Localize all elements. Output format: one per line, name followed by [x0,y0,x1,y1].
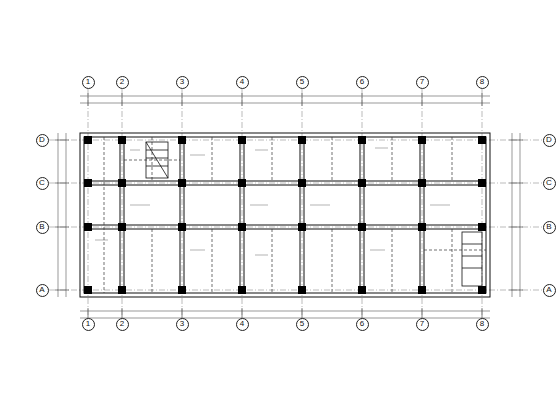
axis-label: 6 [360,78,364,86]
axis-bubble: 4 [236,76,249,89]
axis-label: C [546,179,552,187]
axis-bubble: 3 [176,318,189,331]
dimension-lines [55,93,523,321]
axis-label: A [546,286,551,294]
axis-label: 4 [240,320,244,328]
axis-bubble: 5 [296,318,309,331]
axis-bubble: 3 [176,76,189,89]
secondary-beams [104,137,486,293]
axis-bubble: 7 [416,318,429,331]
axis-bubble: A [543,284,556,297]
stair [146,142,482,286]
axis-bubble: 1 [82,318,95,331]
axis-bubble: 1 [82,76,95,89]
axis-bubble: 6 [356,318,369,331]
columns [84,136,486,294]
axis-label: 2 [120,320,124,328]
axis-label: 1 [86,320,90,328]
axis-label: 7 [420,320,424,328]
axis-label: 6 [360,320,364,328]
axis-label: D [546,136,552,144]
axis-lines [49,89,542,315]
axis-label: 7 [420,78,424,86]
axis-label: 8 [480,320,484,328]
axis-label: 2 [120,78,124,86]
annotation-marks [95,148,450,255]
axis-bubble: 4 [236,318,249,331]
axis-bubble: 8 [476,318,489,331]
axis-label: 5 [300,320,304,328]
axis-label: 3 [180,78,184,86]
axis-label: B [39,223,44,231]
axis-bubble: 5 [296,76,309,89]
axis-label: 1 [86,78,90,86]
axis-label: 8 [480,78,484,86]
axis-label: D [39,136,45,144]
axis-bubble: 6 [356,76,369,89]
axis-label: B [546,223,551,231]
beams [80,133,490,297]
axis-bubble: A [36,284,49,297]
axis-bubble: D [543,134,556,147]
axis-bubble: B [36,221,49,234]
axis-bubble: 2 [116,318,129,331]
axis-bubble: C [36,177,49,190]
axis-bubble: C [543,177,556,190]
axis-bubble: B [543,221,556,234]
axis-label: 3 [180,320,184,328]
axis-label: 4 [240,78,244,86]
axis-label: C [39,179,45,187]
axis-bubble: 8 [476,76,489,89]
axis-label: 5 [300,78,304,86]
axis-bubble: 2 [116,76,129,89]
axis-bubble: 7 [416,76,429,89]
axis-label: A [39,286,44,294]
axis-bubble: D [36,134,49,147]
